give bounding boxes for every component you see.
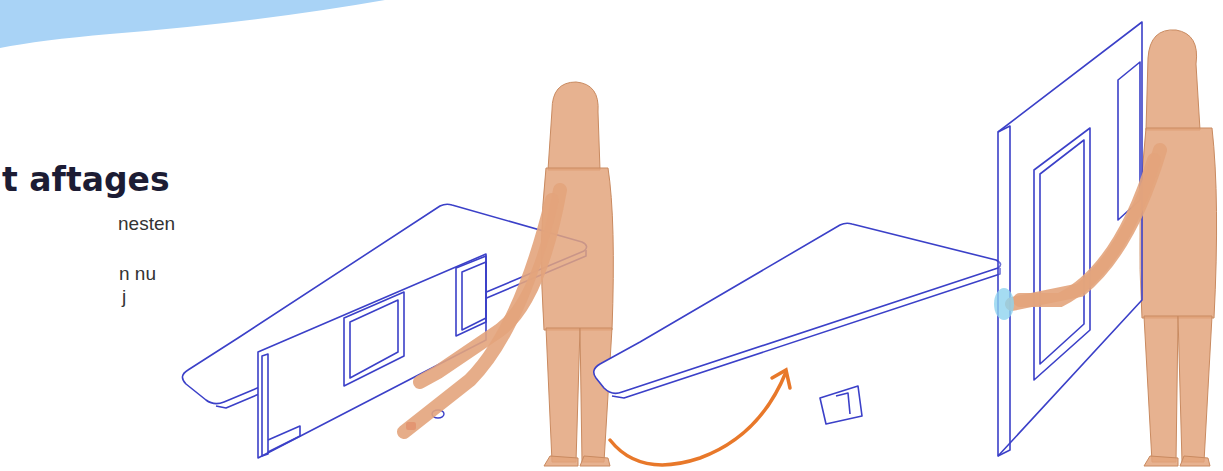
arm [404,200,552,432]
hair [1146,30,1200,130]
table-bracket-detail [836,393,850,414]
person [541,82,613,466]
person-arms [404,190,560,432]
grip-highlight [994,288,1014,320]
table-with-panel [182,204,586,458]
leg [1178,316,1212,462]
panel-edge [262,354,268,456]
leg [1144,316,1178,462]
panel-window [344,292,404,386]
header-band [0,0,385,48]
hair [548,82,600,170]
instruction-text: j [122,286,126,308]
table-top [594,223,1001,393]
person [1140,30,1217,466]
table-bracket [820,386,862,424]
foot [1144,456,1178,466]
panel-window [1034,128,1090,380]
instruction-text: nesten [118,213,175,235]
instruction-text: n nu [119,263,156,285]
foot [544,456,578,466]
arrow-head [772,370,790,388]
arm [1012,150,1160,304]
person-arms [1012,150,1160,304]
panel-bracket [268,426,300,452]
foot [580,456,610,466]
table-without-panel [594,223,1001,424]
panel-window-inner [462,262,486,330]
leg [580,328,612,462]
table-edge [612,268,1000,398]
section-heading: t aftages [2,160,170,199]
panel-window [456,256,486,336]
foot [1180,456,1210,466]
arm [1020,160,1154,300]
leg [546,328,580,462]
panel-window-inner [350,300,398,378]
panel-window-inner [1040,140,1084,364]
